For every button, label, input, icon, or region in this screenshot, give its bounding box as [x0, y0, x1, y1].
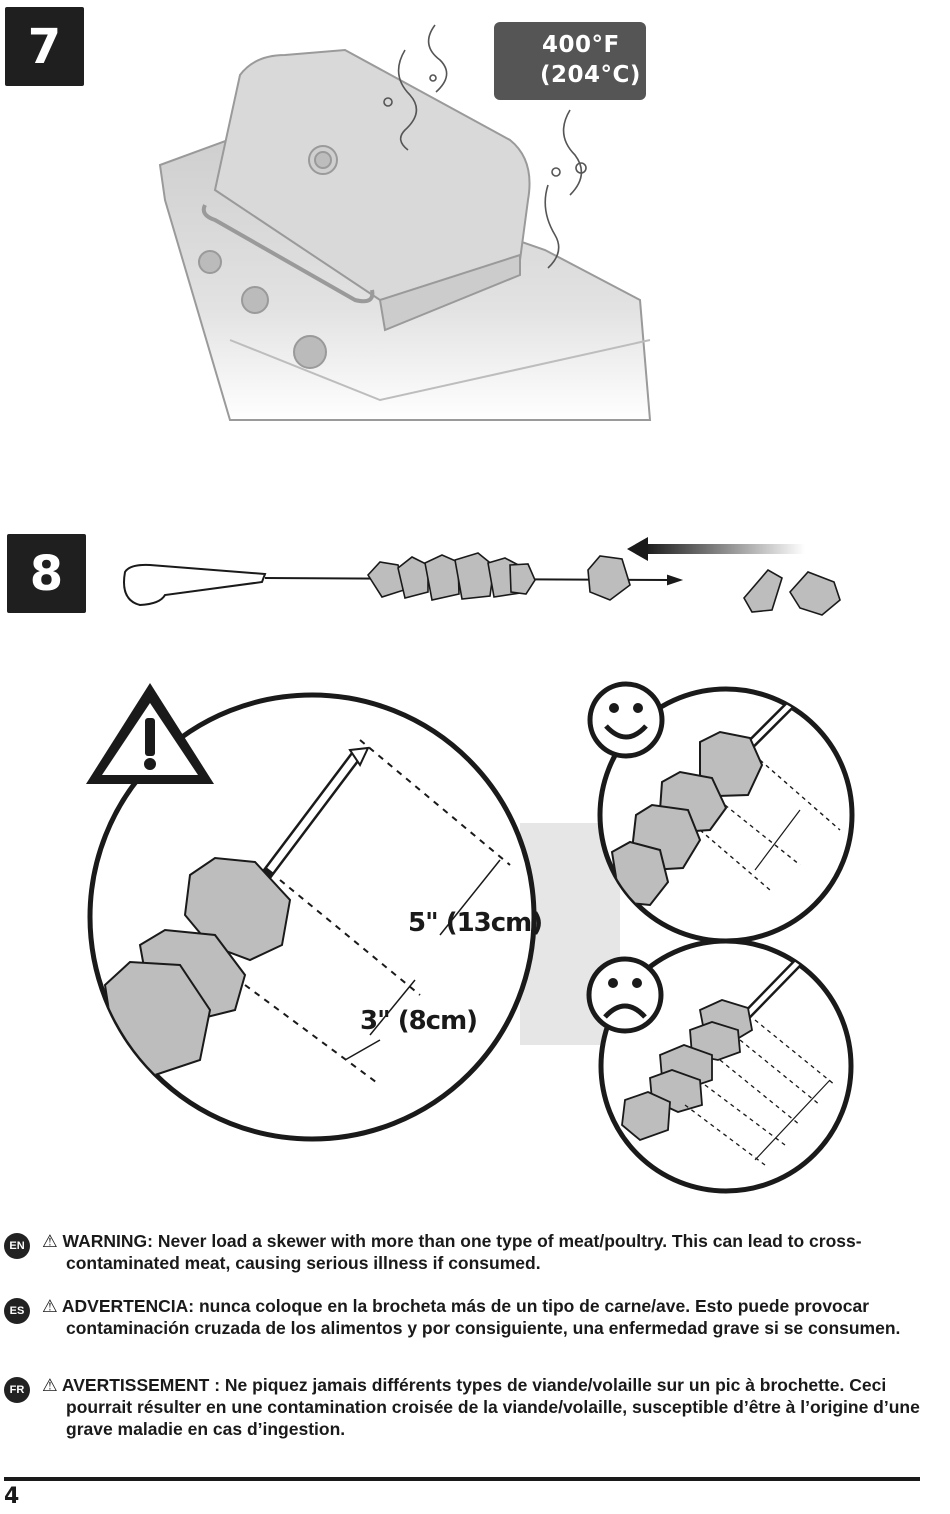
happy-face-icon [587, 681, 665, 759]
step-7-badge: 7 [5, 7, 84, 86]
footer-rule [4, 1477, 920, 1481]
temperature-celsius: (204°C) [540, 62, 641, 88]
temperature-badge: 400°F (204°C) [494, 22, 646, 100]
detail-circle-large [87, 692, 537, 1142]
language-badge-es: ES [4, 1298, 30, 1324]
warning-text-fr: ⚠ AVERTISSEMENT : Ne piquez jamais diffé… [42, 1375, 920, 1439]
dimension-short-label: 3" (8cm) [360, 1006, 478, 1036]
heat-waves [383, 24, 587, 269]
language-badge-fr: FR [4, 1377, 30, 1403]
skewer-loading-illustration [123, 552, 841, 616]
dimension-long-label: 5" (13cm) [408, 908, 543, 938]
warning-text-en: ⚠ WARNING: Never load a skewer with more… [42, 1231, 862, 1273]
page-number: 4 [4, 1484, 20, 1509]
warning-triangle-icon [86, 683, 214, 784]
step-8-badge: 8 [7, 534, 86, 613]
temperature-fahrenheit: 400°F [542, 32, 620, 58]
language-badge-en: EN [4, 1233, 30, 1259]
warning-text-es: ⚠ ADVERTENCIA: nunca coloque en la broch… [42, 1296, 901, 1338]
grill-drawing [158, 48, 652, 421]
detail-circle-incorrect [598, 938, 854, 1194]
sad-face-icon [586, 956, 664, 1034]
direction-arrow [645, 544, 805, 554]
